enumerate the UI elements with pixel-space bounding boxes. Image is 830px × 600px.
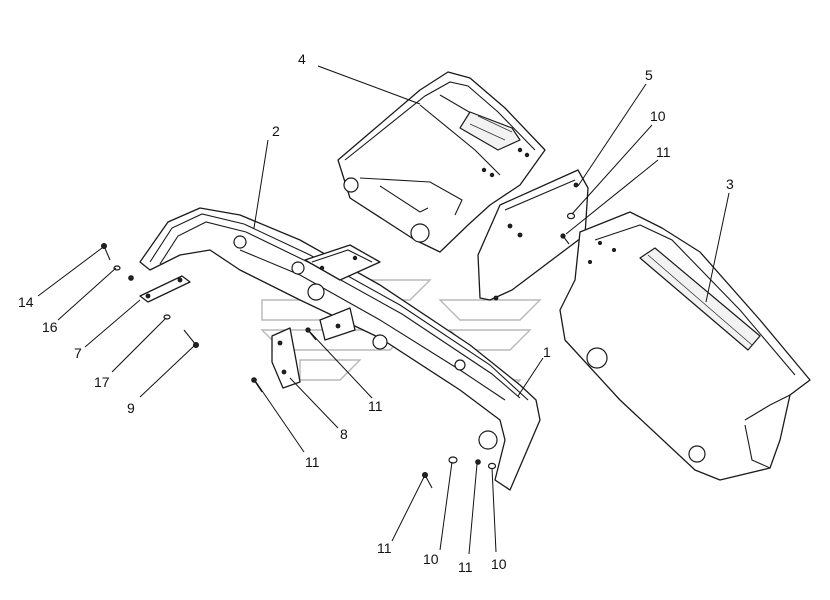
callout-7: 7 [74,345,82,361]
fasteners [101,212,576,489]
callout-11-upper: 11 [656,144,671,160]
callout-10-upper: 10 [650,108,666,124]
leader-lines [37,65,730,555]
callout-9: 9 [127,400,135,416]
part-8-hinge-plate [271,307,356,389]
part-3-right-fender [559,211,811,481]
callout-8: 8 [340,426,348,442]
callout-11-mid: 11 [368,398,383,414]
callout-5: 5 [645,67,653,83]
callout-14: 14 [18,294,34,310]
tube-clamp-bracket [304,244,381,281]
callout-2: 2 [272,123,280,139]
callout-10-bottom-left: 10 [423,551,439,567]
part-7-link-arm [139,275,191,303]
callout-labels: 4 2 5 10 11 3 14 16 7 17 9 11 8 11 1 11 … [18,51,734,575]
callout-11-left: 11 [305,454,320,470]
callout-3: 3 [726,176,734,192]
callout-4: 4 [298,51,306,67]
callout-11-bottom-right: 11 [458,559,473,575]
callout-1: 1 [543,344,551,360]
callout-16: 16 [42,319,58,335]
part-5-bracket-plate [477,169,589,301]
callout-10-bottom-right: 10 [491,556,507,572]
callout-11-bottom-left: 11 [377,540,392,556]
callout-17: 17 [94,374,110,390]
part-4-upper-fender [337,71,546,253]
